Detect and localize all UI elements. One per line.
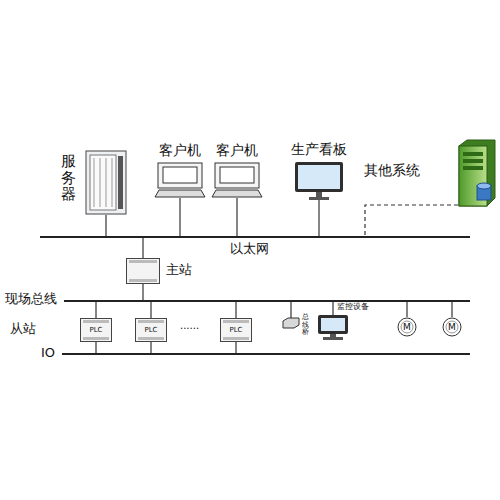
server-icon-graphic [85,150,127,215]
slave-plc: PLC [135,318,167,342]
motor-device-label: M [442,322,462,333]
bus-drop [451,302,452,317]
ellipsis-mark: ...... [180,320,199,332]
monitor-device-label: 监控设备 [337,302,369,312]
master-station-label: 主站 [166,262,192,278]
slave-plc-label: PLC [135,326,167,334]
client-computer-graphic [212,163,262,198]
client-computer-label: 客户机 [216,142,258,159]
bus-drop [236,198,237,236]
bus-drop [318,200,319,236]
bus-bridge-graphic [283,318,299,328]
client-computer-graphic [155,163,205,198]
other-system-server-graphic [455,138,497,208]
monitor-device: 监控设备 [318,315,348,340]
bus-bridge-label: 总线桥 [302,314,309,337]
client-computer: 客户机 [155,163,205,198]
production-board-graphic [295,162,343,200]
other-system-server-label: 其他系统 [364,162,420,179]
bus-bridge: 总线桥 [283,318,299,328]
bus-drop [235,302,236,318]
slave-plc: PLC [80,318,112,342]
production-board: 生产看板 [295,162,343,200]
bus-drop [332,302,333,315]
monitor-device-graphic [318,315,348,340]
server-icon-label: 服务器 [61,153,76,203]
slave-plc-label: PLC [220,326,252,334]
bus-drop [235,342,236,353]
slave-plc-label: PLC [80,326,112,334]
dashed-link [365,205,458,236]
io-line: IO [62,353,470,355]
bus-drop [142,284,143,300]
server-icon: 服务器 [85,150,127,215]
fieldbus-line-label: 现场总线 [5,291,57,307]
motor-device: M [442,317,462,337]
fieldbus-line: 现场总线 [64,300,470,302]
bus-drop [150,302,151,318]
master-station: 主站 [126,258,160,284]
slave-plc: PLC [220,318,252,342]
ethernet-bus-label: 以太网 [230,241,269,257]
bus-drop [95,342,96,353]
bus-drop [150,342,151,353]
motor-device-label: M [397,322,417,333]
client-computer: 客户机 [212,163,262,198]
bus-drop [105,215,106,236]
ethernet-bus: 以太网 [40,236,470,238]
motor-device: M [397,317,417,337]
bus-drop [406,302,407,317]
bus-drop [95,302,96,318]
other-system-server: 其他系统 [455,138,497,208]
bus-drop [142,238,143,258]
row-label: 从站 [10,321,36,337]
bus-drop [179,198,180,236]
master-station-graphic [126,258,160,284]
production-board-label: 生产看板 [291,141,347,158]
client-computer-label: 客户机 [159,142,201,159]
bus-drop [290,302,291,318]
io-line-label: IO [41,345,55,361]
